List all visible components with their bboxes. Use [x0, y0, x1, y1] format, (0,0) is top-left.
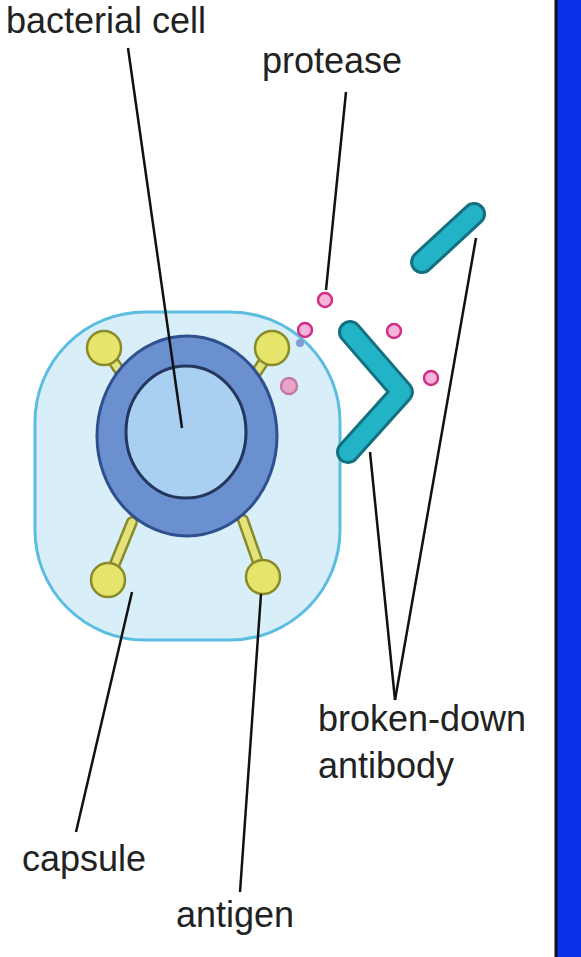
part-label: protease [262, 38, 462, 85]
antibody-outline [348, 214, 474, 452]
part-label: antigen [176, 892, 396, 939]
cell-nucleoid [126, 366, 246, 498]
part-label: broken-down antibody [318, 696, 550, 790]
part-label: capsule [22, 836, 242, 883]
capsule-shape [35, 312, 340, 640]
part-label: bacterial cell [6, 0, 306, 45]
antibody-fragment [348, 214, 474, 452]
cell-body [97, 336, 277, 536]
antigen-heads [87, 331, 289, 597]
small-dot [296, 339, 304, 347]
protease-dots [281, 293, 438, 394]
side-band [555, 0, 581, 957]
band-border [555, 0, 558, 957]
